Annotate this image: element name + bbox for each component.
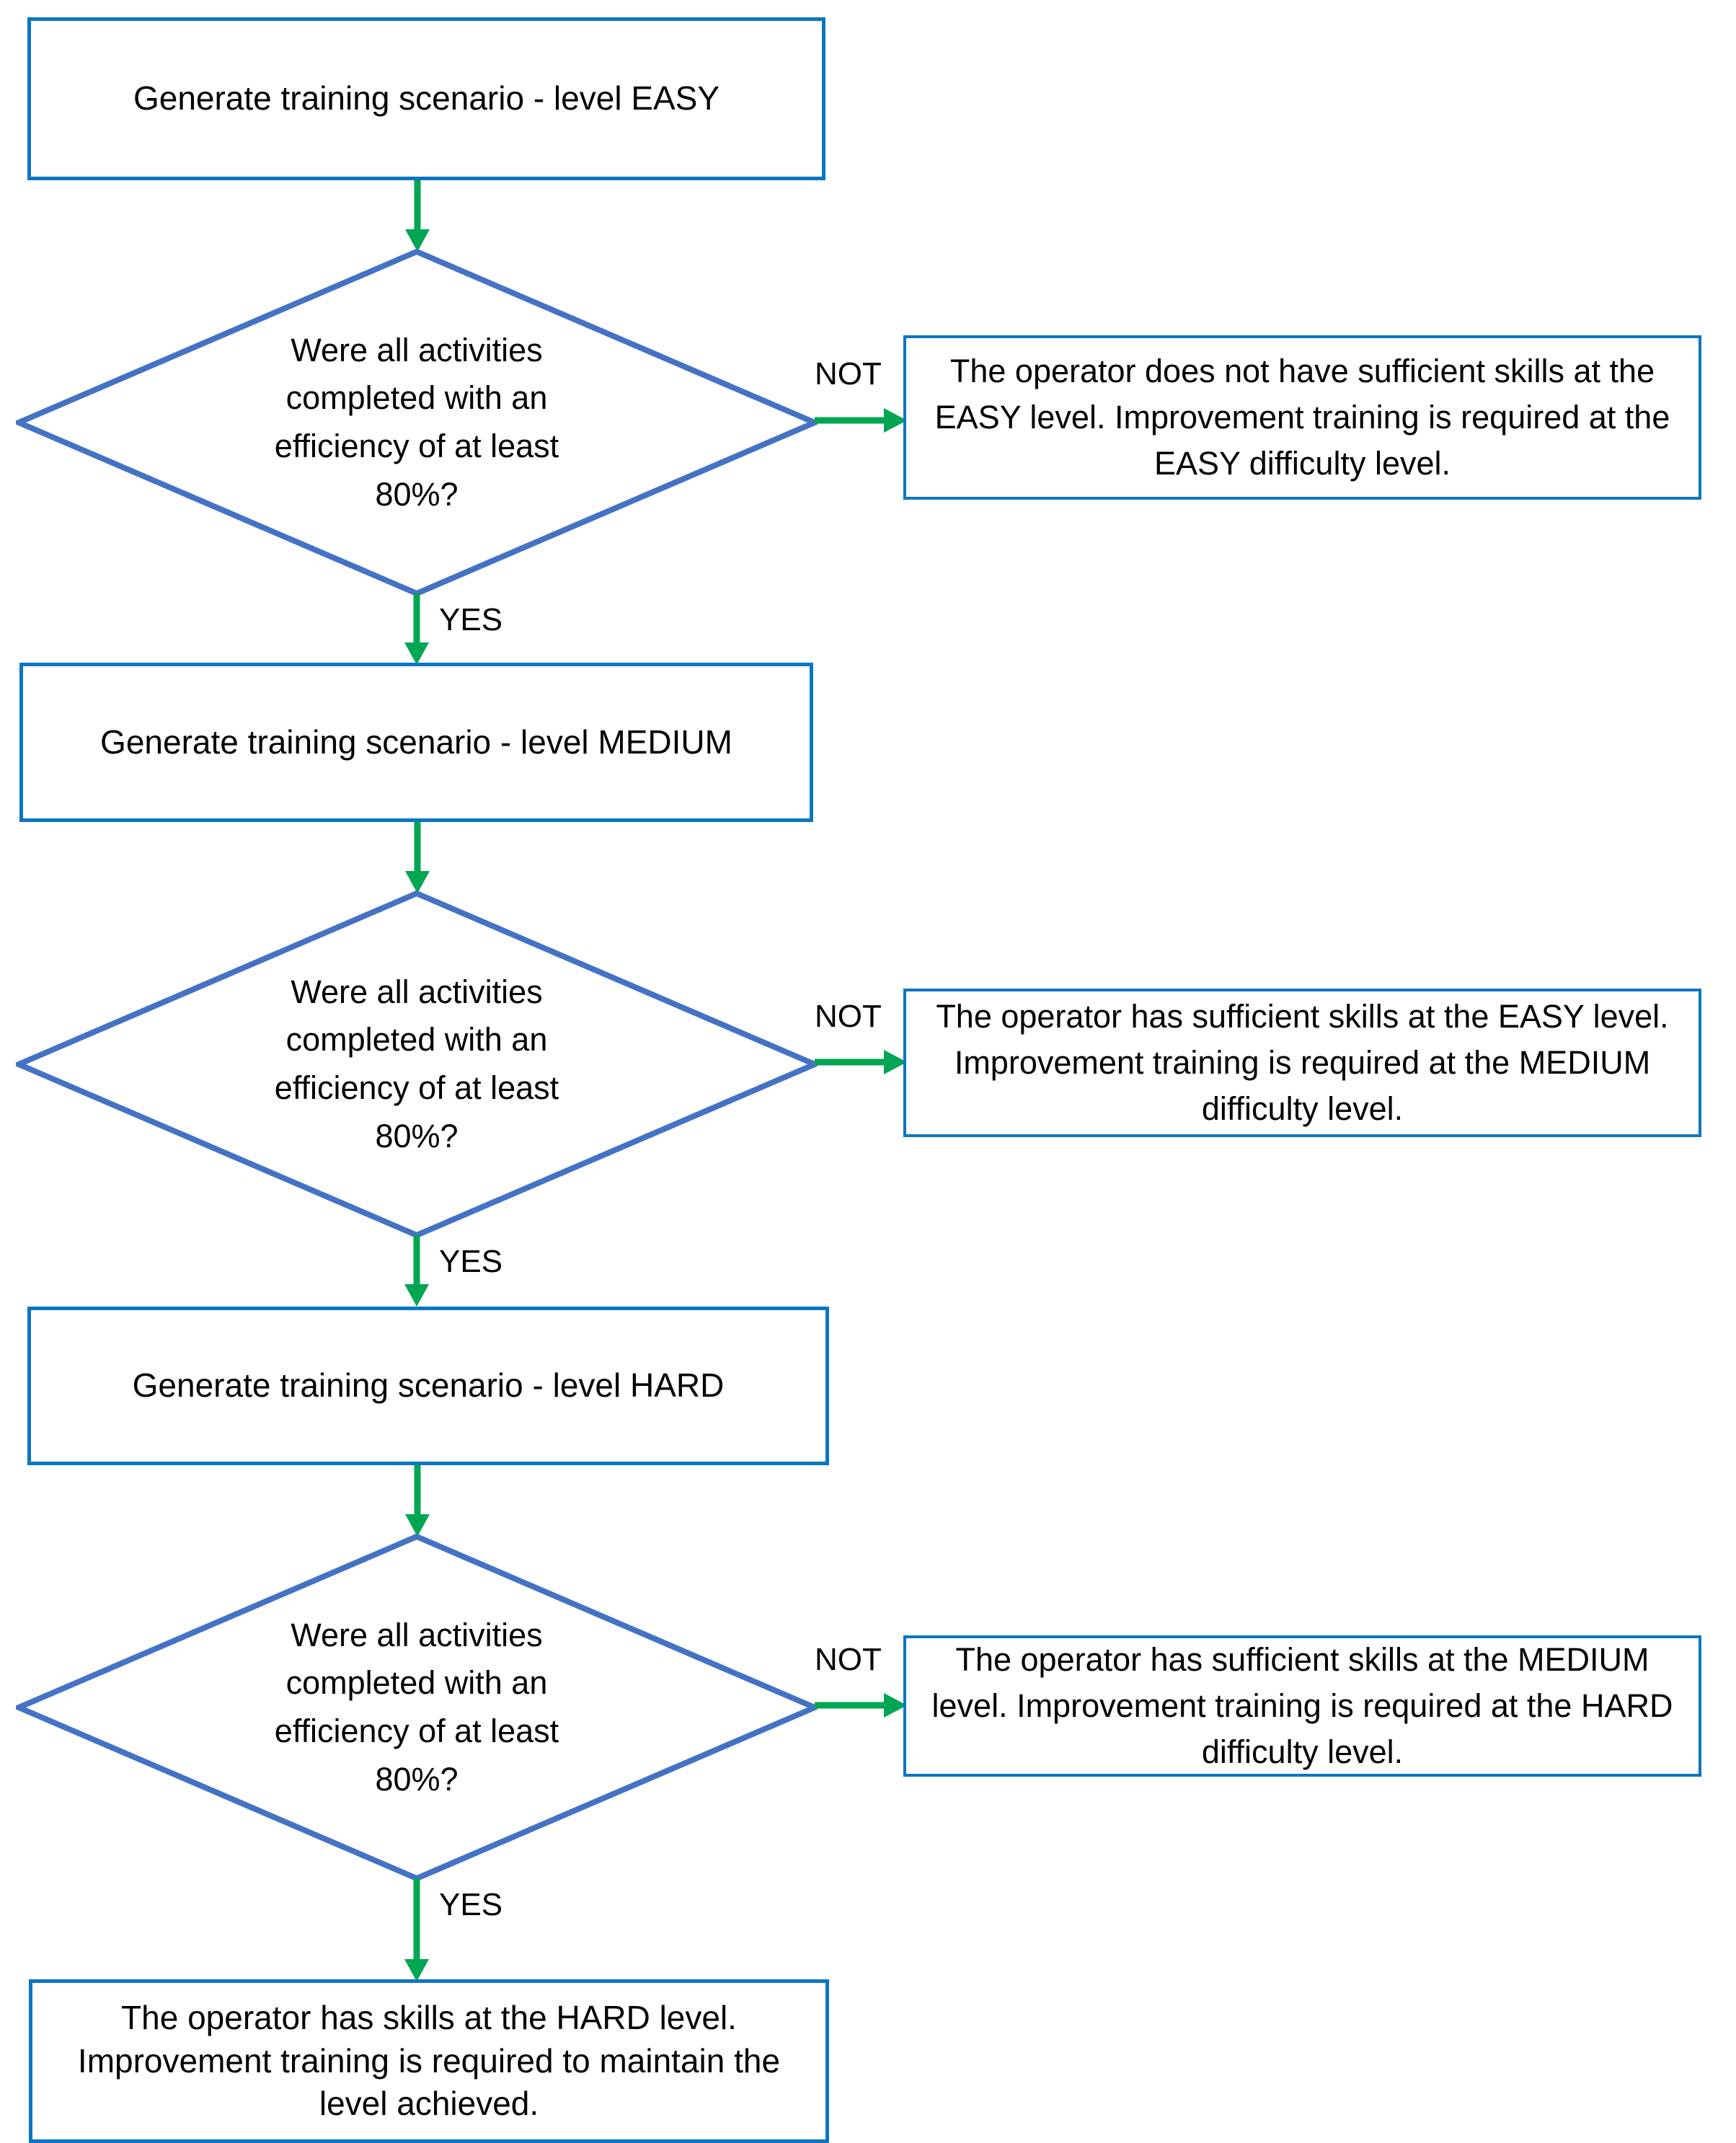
connector-medium-to-decision2 (401, 822, 434, 894)
edge-label-not-easy: NOT (815, 356, 882, 392)
result-box-hard-not-label: The operator has sufficient skills at th… (931, 1641, 1673, 1770)
connector-decision1-to-medium (400, 593, 433, 666)
result-box-hard-not[interactable]: The operator has sufficient skills at th… (903, 1635, 1701, 1777)
connector-easy-to-decision1 (401, 180, 434, 252)
decision-diamond-medium[interactable]: Were all activities completed with an ef… (16, 891, 818, 1238)
result-box-medium-not[interactable]: The operator has sufficient skills at th… (903, 989, 1701, 1137)
result-box-medium-not-label: The operator has sufficient skills at th… (936, 998, 1669, 1127)
process-box-easy-label: Generate training scenario - level EASY (133, 79, 720, 118)
process-box-easy[interactable]: Generate training scenario - level EASY (27, 17, 825, 180)
connector-decision2-not (815, 1046, 908, 1079)
process-box-hard-label: Generate training scenario - level HARD (132, 1366, 725, 1405)
edge-label-yes-medium: YES (439, 1244, 503, 1279)
edge-label-yes-hard: YES (439, 1887, 503, 1922)
result-box-final[interactable]: The operator has skills at the HARD leve… (29, 1979, 829, 2143)
edge-label-not-medium: NOT (815, 999, 882, 1034)
connector-decision3-to-final (400, 1878, 433, 1983)
decision-diamond-easy[interactable]: Were all activities completed with an ef… (16, 249, 818, 596)
decision-diamond-hard[interactable]: Were all activities completed with an ef… (16, 1534, 818, 1881)
edge-label-yes-easy: YES (439, 602, 503, 637)
result-box-easy-not-label: The operator does not have sufficient sk… (934, 353, 1670, 482)
connector-decision3-not (815, 1689, 908, 1722)
connector-hard-to-decision3 (401, 1465, 434, 1537)
result-box-easy-not[interactable]: The operator does not have sufficient sk… (903, 335, 1701, 500)
process-box-hard[interactable]: Generate training scenario - level HARD (27, 1307, 829, 1465)
process-box-medium[interactable]: Generate training scenario - level MEDIU… (19, 663, 813, 822)
connector-decision2-to-hard (400, 1235, 433, 1307)
result-box-final-label: The operator has skills at the HARD leve… (77, 1998, 781, 2123)
connector-decision1-not (815, 404, 908, 437)
edge-label-not-hard: NOT (815, 1642, 882, 1677)
process-box-medium-label: Generate training scenario - level MEDIU… (100, 723, 732, 761)
